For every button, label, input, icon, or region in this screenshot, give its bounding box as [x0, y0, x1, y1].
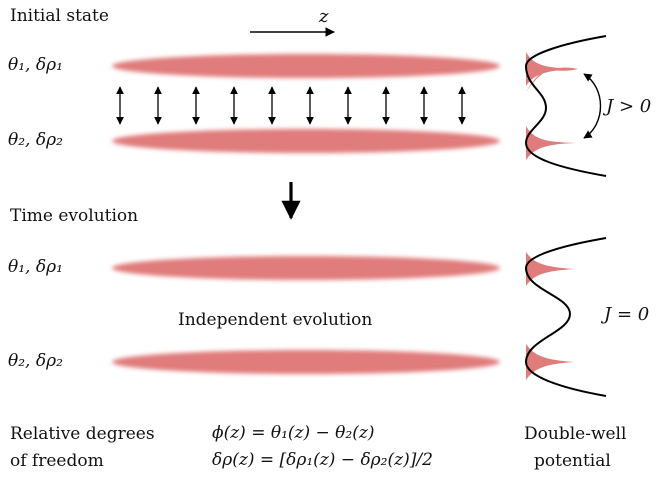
- top-cloud-2: [112, 129, 500, 153]
- initial-state-label: Initial state: [10, 6, 109, 26]
- top-well-density-1: [526, 52, 578, 86]
- z-axis-label: z: [319, 6, 329, 27]
- independent-evolution-label: Independent evolution: [178, 310, 373, 330]
- top-cloud-1: [112, 54, 500, 78]
- relative-dof-line1: Relative degrees: [10, 424, 155, 444]
- top-double-well: [524, 35, 607, 177]
- top-cloud-1-label: θ₁, δρ₁: [8, 55, 63, 75]
- bottom-well-density-2: [526, 344, 574, 380]
- double-well-line2: potential: [534, 451, 611, 471]
- bottom-cloud-2: [112, 350, 500, 374]
- bottom-cloud-1: [112, 256, 500, 280]
- phase-equation: ϕ(z) = θ₁(z) − θ₂(z): [212, 423, 375, 443]
- density-equation: δρ(z) = [δρ₁(z) − δρ₂(z)]/2: [212, 450, 433, 470]
- top-well-density-2: [526, 126, 576, 160]
- bottom-coupling-label: J = 0: [604, 304, 650, 325]
- bottom-double-well: [524, 237, 607, 397]
- top-cloud-2-label: θ₂, δρ₂: [8, 130, 63, 150]
- time-evolution-label: Time evolution: [10, 206, 139, 226]
- bottom-cloud-1-label: θ₁, δρ₁: [8, 257, 63, 277]
- double-well-line1: Double-well: [524, 424, 627, 444]
- top-well-curve: [524, 35, 607, 177]
- relative-dof-line2: of freedom: [10, 451, 104, 471]
- bottom-well-curve: [524, 237, 607, 397]
- top-coupling-label: J > 0: [606, 96, 652, 117]
- tunneling-arrows: [116, 86, 466, 125]
- bottom-cloud-2-label: θ₂, δρ₂: [8, 351, 63, 371]
- bottom-well-density-1: [526, 252, 574, 286]
- coupling-arrow: [583, 73, 602, 139]
